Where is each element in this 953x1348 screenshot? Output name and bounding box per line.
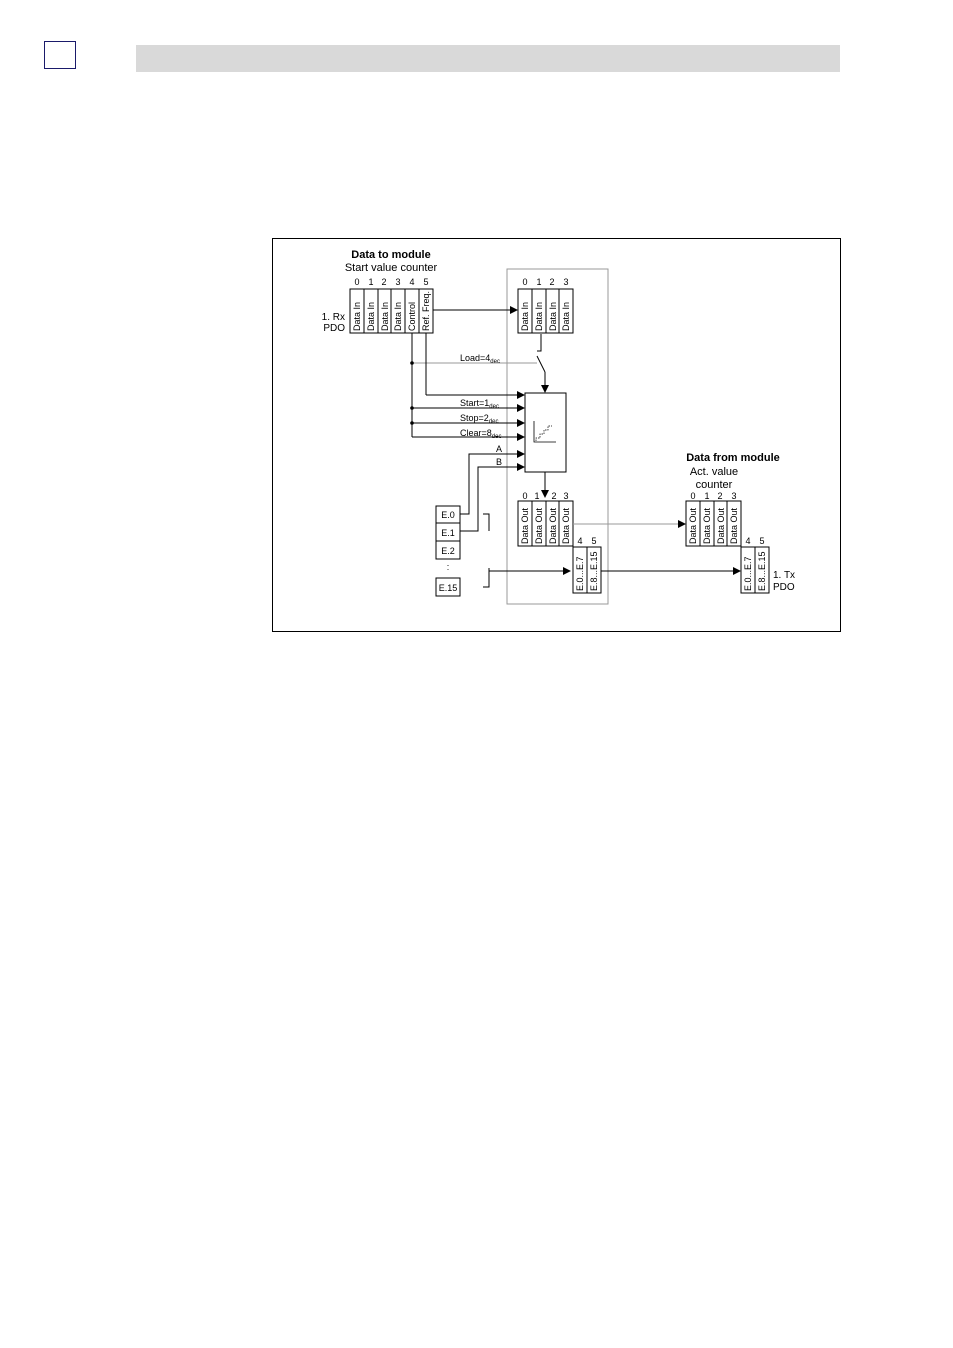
counter-block (524, 392, 567, 473)
page-header-bar (136, 45, 840, 72)
start-label: Start=1dec (460, 398, 499, 410)
left-group-title: Data to module (351, 249, 430, 261)
module-out-index-5: 5 (591, 536, 596, 546)
module-out-label-2: Data Out (548, 507, 558, 544)
module-in-index-1: 1 (536, 277, 541, 287)
right-extra-cell-1 (754, 546, 770, 594)
right-cell-label-3: Data Out (729, 507, 739, 544)
left-cell-label-3: Data In (393, 302, 403, 331)
module-in-indices: 0 1 2 3 (522, 277, 568, 287)
module-in-label-2: Data In (548, 302, 558, 331)
input-e2-label: E.2 (441, 546, 455, 556)
counter-staircase-icon (533, 421, 556, 443)
left-pdo-cells (349, 288, 434, 334)
page-corner-marker (44, 41, 76, 69)
module-in-cell-labels: Data In Data In Data In Data In (520, 302, 571, 331)
module-out-indices: 0 1 2 3 (522, 491, 568, 501)
left-index-0: 0 (354, 277, 359, 287)
module-out-extra-label-0: E.0...E.7 (575, 556, 585, 591)
left-index-3: 3 (395, 277, 400, 287)
module-in-index-0: 0 (522, 277, 527, 287)
digital-inputs (435, 505, 461, 597)
left-byte-indices: 0 1 2 3 4 5 (354, 277, 428, 287)
input-e0-label: E.0 (441, 510, 455, 520)
module-in-label-1: Data In (534, 302, 544, 331)
module-in-label-3: Data In (561, 302, 571, 331)
right-group-subtitle-line2: counter (696, 479, 733, 491)
stop-label: Stop=2dec (460, 413, 498, 425)
input-e2-box (435, 540, 461, 560)
module-out-cells (517, 500, 574, 547)
module-in-cell-3 (558, 288, 574, 334)
module-out-cell-labels: Data Out Data Out Data Out Data Out (520, 507, 571, 544)
tx-pdo-label-line2: PDO (773, 582, 795, 593)
rx-pdo-label-line1: 1. Rx (322, 312, 345, 323)
module-in-index-3: 3 (563, 277, 568, 287)
input-ellipsis: : (447, 562, 450, 572)
right-extra-label-1: E.8...E.15 (757, 551, 767, 591)
left-index-2: 2 (381, 277, 386, 287)
load-switch-blade (536, 355, 546, 373)
left-cell-label-0: Data In (352, 302, 362, 331)
module-out-index-4: 4 (577, 536, 582, 546)
module-out-extra-label-1: E.8...E.15 (589, 551, 599, 591)
inputs-bracket-top (483, 513, 490, 531)
module-out-extra-cells (572, 546, 602, 594)
right-index-5: 5 (759, 536, 764, 546)
right-indices: 0 1 2 3 (690, 491, 736, 501)
rx-pdo-label-line2: PDO (323, 323, 345, 334)
right-cells (685, 500, 742, 547)
left-index-1: 1 (368, 277, 373, 287)
right-cell-label-0: Data Out (688, 507, 698, 544)
module-out-index-0: 0 (522, 491, 527, 501)
module-in-label-0: Data In (520, 302, 530, 331)
load-switch-top (537, 334, 542, 352)
left-pdo-cell-labels: Data In Data In Data In Data In Control … (352, 291, 431, 331)
input-a-arrow (460, 450, 525, 515)
input-b-label: B (496, 457, 502, 467)
module-out-index-2: 2 (551, 491, 556, 501)
right-index-1: 1 (704, 491, 709, 501)
right-index-4: 4 (745, 536, 750, 546)
module-out-index-3: 3 (563, 491, 568, 501)
right-cell-3 (726, 500, 742, 547)
input-e1-label: E.1 (441, 528, 455, 538)
right-cell-label-1: Data Out (702, 507, 712, 544)
module-out-index-1: 1 (534, 491, 539, 501)
left-cell-label-5: Ref. Freq. (421, 291, 431, 331)
left-cell-label-4: Control (407, 302, 417, 331)
right-index-2: 2 (717, 491, 722, 501)
left-index-5: 5 (423, 277, 428, 287)
right-group-title: Data from module (686, 452, 780, 464)
left-cell-label-2: Data In (380, 302, 390, 331)
left-index-4: 4 (409, 277, 414, 287)
right-cell-label-2: Data Out (716, 507, 726, 544)
module-out-extra-cell-1 (586, 546, 602, 594)
right-index-3: 3 (731, 491, 736, 501)
input-b-arrow (460, 463, 525, 532)
junction-load (410, 361, 414, 365)
left-group-subtitle: Start value counter (345, 262, 438, 274)
input-e15-box (435, 577, 461, 597)
module-in-index-2: 2 (549, 277, 554, 287)
input-a-label: A (496, 444, 502, 454)
module-in-cells (517, 288, 574, 334)
right-cell-labels: Data Out Data Out Data Out Data Out (688, 507, 739, 544)
right-group-subtitle-line1: Act. value (690, 466, 738, 478)
input-e15-label: E.15 (439, 583, 458, 593)
right-extra-cells (740, 546, 770, 594)
module-out-label-0: Data Out (520, 507, 530, 544)
module-out-label-1: Data Out (534, 507, 544, 544)
inputs-bracket-bottom (483, 568, 490, 588)
module-out-label-3: Data Out (561, 507, 571, 544)
right-index-0: 0 (690, 491, 695, 501)
right-extra-label-0: E.0...E.7 (743, 556, 753, 591)
diagram-frame (272, 238, 841, 632)
clear-label: Clear=8dec (460, 428, 501, 440)
left-cell-label-1: Data In (366, 302, 376, 331)
tx-pdo-label-line1: 1. Tx (773, 570, 795, 581)
load-label: Load=4dec (460, 353, 500, 365)
